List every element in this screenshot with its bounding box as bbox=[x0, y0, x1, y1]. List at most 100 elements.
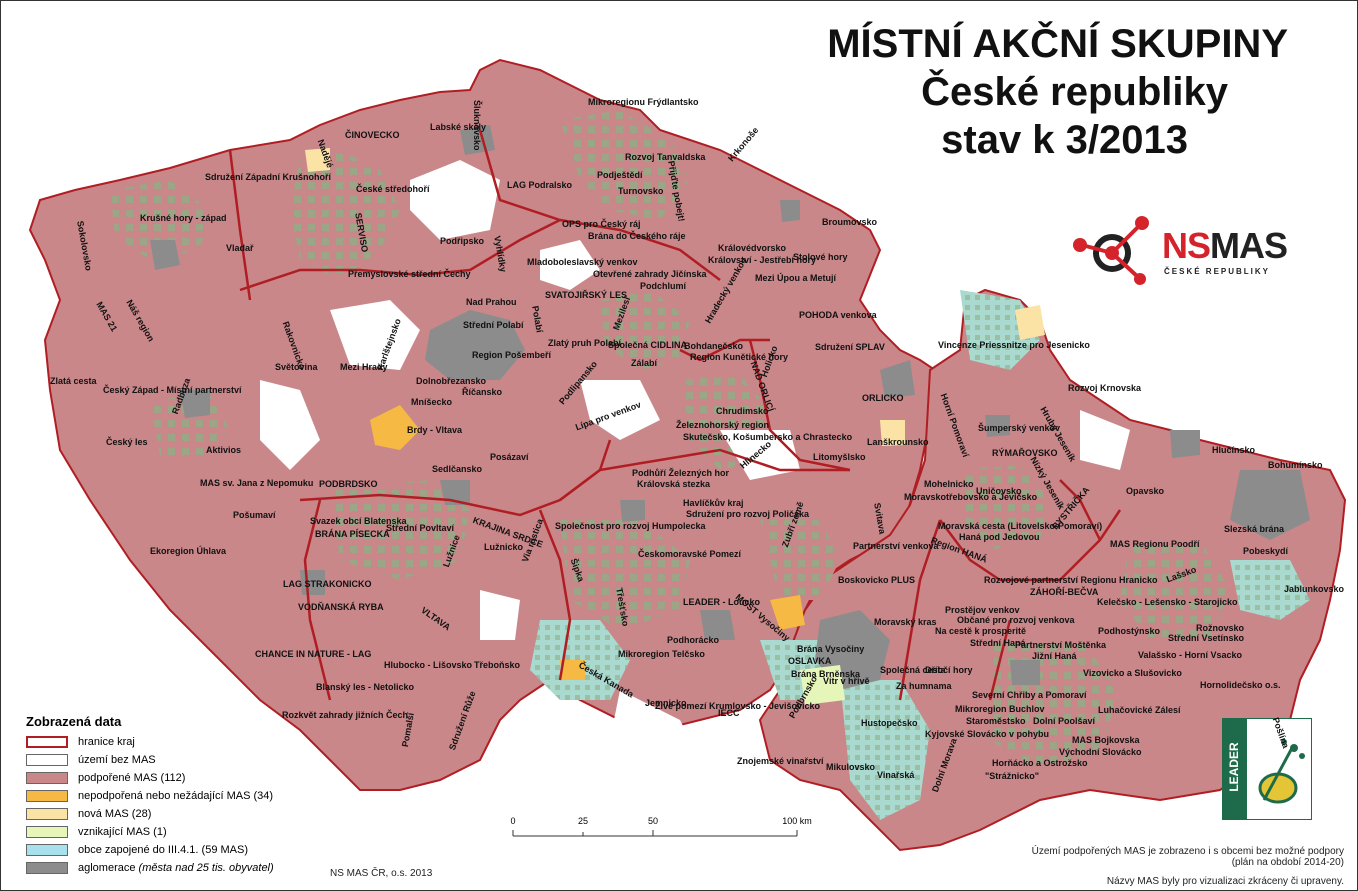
region-label: RÝMAŘOVSKO bbox=[992, 448, 1058, 458]
region-label: Boskovicko PLUS bbox=[838, 575, 916, 585]
region-label: Hlučínsko bbox=[1212, 445, 1256, 455]
region-label: Moravská cesta (Litovelsko-Pomoraví) bbox=[938, 521, 1103, 531]
map-title-line3: stav k 3/2013 bbox=[941, 118, 1188, 162]
region-label: Mezi Úpou a Metují bbox=[755, 273, 836, 283]
region-label: Kelečsko - Lešensko - Starojicko bbox=[1097, 597, 1238, 607]
region-label: Valašsko - Horní Vsacko bbox=[1138, 650, 1243, 660]
region-label: OSLAVKA bbox=[788, 656, 832, 666]
region-label: Krušné hory - západ bbox=[140, 213, 227, 223]
legend-label: obce zapojené do III.4.1. (59 MAS) bbox=[78, 844, 248, 856]
region-label: Prostějov venkov bbox=[945, 605, 1020, 615]
legend-swatch bbox=[26, 754, 68, 766]
region-label: Rozvoj Tanvaldska bbox=[625, 152, 706, 162]
region-label: Vladař bbox=[226, 243, 254, 253]
region-label: Broumovsko bbox=[822, 217, 878, 227]
region-label: VODŇANSKÁ RYBA bbox=[298, 602, 384, 612]
region-label: Znojemské vinařství bbox=[737, 756, 824, 766]
legend-swatch bbox=[26, 790, 68, 802]
region-label: Skutečsko, Košumbersko a Chrastecko bbox=[683, 432, 853, 442]
legend-label: nepodpořená nebo nežádající MAS (34) bbox=[78, 790, 274, 802]
region-label: Region Pošembeří bbox=[472, 350, 552, 360]
region-label: MAS Bojkovska bbox=[1072, 735, 1140, 745]
region-label: CHANCE IN NATURE - LAG bbox=[255, 649, 372, 659]
nsmas-logo-icon bbox=[1073, 216, 1149, 285]
region-label: LEADER - Loucko bbox=[683, 597, 761, 607]
region-label: Živé pomezí Krumlovsko - Jevišovicko bbox=[655, 701, 821, 711]
legend-item: obce zapojené do III.4.1. (59 MAS) bbox=[26, 841, 326, 859]
region-label: Světovina bbox=[275, 362, 318, 372]
region-label: Podhorácko bbox=[667, 635, 720, 645]
region-label: Havlíčkův kraj bbox=[683, 498, 744, 508]
region-label: Vítr v hřivě bbox=[823, 676, 870, 686]
legend-swatch bbox=[26, 772, 68, 784]
legend-swatch bbox=[26, 808, 68, 820]
region-label: SVATOJIŘSKÝ LES bbox=[545, 290, 628, 300]
scale-tick: 25 bbox=[578, 816, 588, 826]
legend-note: (města nad 25 tis. obyvatel) bbox=[138, 862, 274, 874]
region-label: Rozkvět zahrady jižních Čech bbox=[282, 710, 409, 720]
region-label: Podhostýnsko bbox=[1098, 626, 1161, 636]
region-label: Třeboňsko bbox=[474, 660, 521, 670]
leader-logo: LEADER bbox=[1222, 717, 1313, 821]
map-title-line1: MÍSTNÍ AKČNÍ SKUPINY bbox=[827, 22, 1288, 66]
region-label: ZÁHOŘÍ-BEČVA bbox=[1030, 587, 1099, 597]
nsmas-logo: NSMAS ČESKÉ REPUBLIKY bbox=[1070, 215, 1310, 285]
region-label: Východní Slovácko bbox=[1059, 747, 1142, 757]
region-label: Za humnama bbox=[896, 681, 952, 691]
region-label: Rožnovsko bbox=[1196, 623, 1245, 633]
region-label: ORLICKO bbox=[862, 393, 904, 403]
region-label: Společnost pro rozvoj Humpolecka bbox=[555, 521, 706, 531]
legend: Zobrazená data hranice kraj území bez MA… bbox=[26, 714, 326, 877]
region-label: Království - Jestřebí hory bbox=[708, 255, 817, 265]
region-label: Mikulovsko bbox=[826, 762, 876, 772]
region-label: Železnohorský region bbox=[676, 420, 770, 430]
region-label: "Strážnicko" bbox=[985, 771, 1040, 781]
agglomeration-areas bbox=[150, 125, 1310, 690]
legend-item: nepodpořená nebo nežádající MAS (34) bbox=[26, 787, 326, 805]
region-label: Bohdanečsko bbox=[684, 341, 744, 351]
region-label: LAG STRAKONICKO bbox=[283, 579, 372, 589]
legend-swatch bbox=[26, 826, 68, 838]
scale-bar: 0 25 50 100 km bbox=[510, 816, 812, 837]
legend-label: nová MAS (28) bbox=[78, 808, 152, 820]
region-label: Rozvojové partnerství Regionu Hranicko bbox=[984, 575, 1158, 585]
region-label: ČINOVECKO bbox=[345, 130, 400, 140]
region-label: Mohelnicko bbox=[924, 479, 974, 489]
region-label: Severní Chřiby a Pomoraví bbox=[972, 690, 1087, 700]
region-label: Zlatá cesta bbox=[50, 376, 97, 386]
region-label: Jablunkovsko bbox=[1284, 584, 1345, 594]
territory-note-line1: Území podpořených MAS je zobrazeno i s o… bbox=[1031, 846, 1344, 857]
region-label: Luhačovické Zálesí bbox=[1098, 705, 1181, 715]
region-label: POHODA venkova bbox=[799, 310, 877, 320]
region-label: Lužnicko bbox=[484, 542, 524, 552]
region-label: Občané pro rozvoj venkova bbox=[957, 615, 1075, 625]
legend-item: vznikající MAS (1) bbox=[26, 823, 326, 841]
region-label: Moravský kras bbox=[874, 617, 937, 627]
region-label: Zálabí bbox=[631, 358, 658, 368]
region-label: Moravskotřebovsko a Jevíčsko bbox=[904, 492, 1038, 502]
region-label: Český Západ - Místní partnerství bbox=[103, 385, 242, 395]
nsmas-logo-ns: NS bbox=[1162, 225, 1211, 266]
legend-item: aglomerace (města nad 25 tis. obyvatel) bbox=[26, 859, 326, 877]
scale-tick: 0 bbox=[510, 816, 515, 826]
leader-logo-icon bbox=[1222, 717, 1313, 821]
region-label: Brána do Českého ráje bbox=[588, 231, 686, 241]
region-label: Podřipsko bbox=[440, 236, 485, 246]
region-label: Říčansko bbox=[462, 387, 503, 397]
legend-label: hranice kraj bbox=[78, 736, 135, 748]
region-label: Mníšecko bbox=[411, 397, 453, 407]
region-label: Brána Brněnska bbox=[791, 669, 861, 679]
region-label: Společná cesta bbox=[880, 665, 946, 675]
region-label: Staroměstsko bbox=[966, 716, 1026, 726]
names-note: Názvy MAS byly pro vizualizaci zkráceny … bbox=[1106, 876, 1344, 887]
region-label: Blanský les - Netolicko bbox=[316, 682, 415, 692]
region-label: Lanškrounsko bbox=[867, 437, 929, 447]
region-label: OPS pro Český ráj bbox=[562, 219, 641, 229]
region-label: Podještědí bbox=[597, 170, 643, 180]
region-label: Rozvoj Krnovska bbox=[1068, 383, 1142, 393]
region-label: Aktivios bbox=[206, 445, 242, 455]
region-label: Na cestě k prosperitě bbox=[935, 626, 1027, 636]
region-label: Sedlčansko bbox=[432, 464, 483, 474]
legend-item: hranice kraj bbox=[26, 733, 326, 751]
